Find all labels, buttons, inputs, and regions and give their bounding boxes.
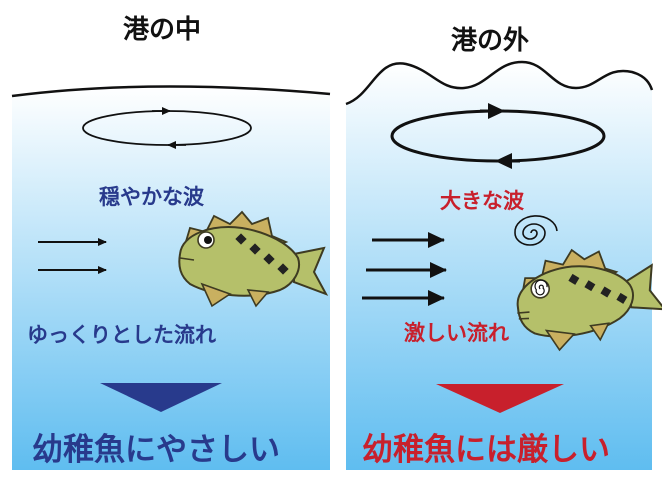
calm-result-triangle [100, 383, 222, 412]
calm-wave-orbit [82, 107, 252, 149]
big-wave-label: 大きな波 [440, 189, 524, 213]
strong-current-arrows [362, 232, 447, 306]
slow-current-arrows [38, 238, 107, 274]
calm-conclusion-label: 幼稚魚にやさしい [32, 432, 280, 468]
calm-fish-icon [178, 210, 329, 308]
outside-water [346, 62, 652, 470]
swirl-icon [514, 215, 558, 246]
slow-current-label: ゆっくりとした流れ [27, 323, 216, 347]
inside-harbor-panel [11, 85, 331, 471]
rough-conclusion-label: 幼稚魚には厳しい [362, 432, 610, 468]
calm-water-surface [11, 85, 331, 98]
inside-harbor-title: 港の中 [123, 15, 202, 45]
calm-wave-label: 穏やかな波 [99, 185, 204, 209]
outside-harbor-title: 港の外 [451, 26, 530, 56]
stressed-fish-icon [516, 248, 662, 352]
outside-harbor-panel [345, 60, 662, 470]
strong-current-label: 激しい流れ [404, 321, 509, 345]
rough-result-triangle [436, 384, 564, 413]
rough-water-surface [345, 60, 654, 106]
inside-water [12, 86, 330, 471]
big-wave-orbit [390, 103, 606, 169]
